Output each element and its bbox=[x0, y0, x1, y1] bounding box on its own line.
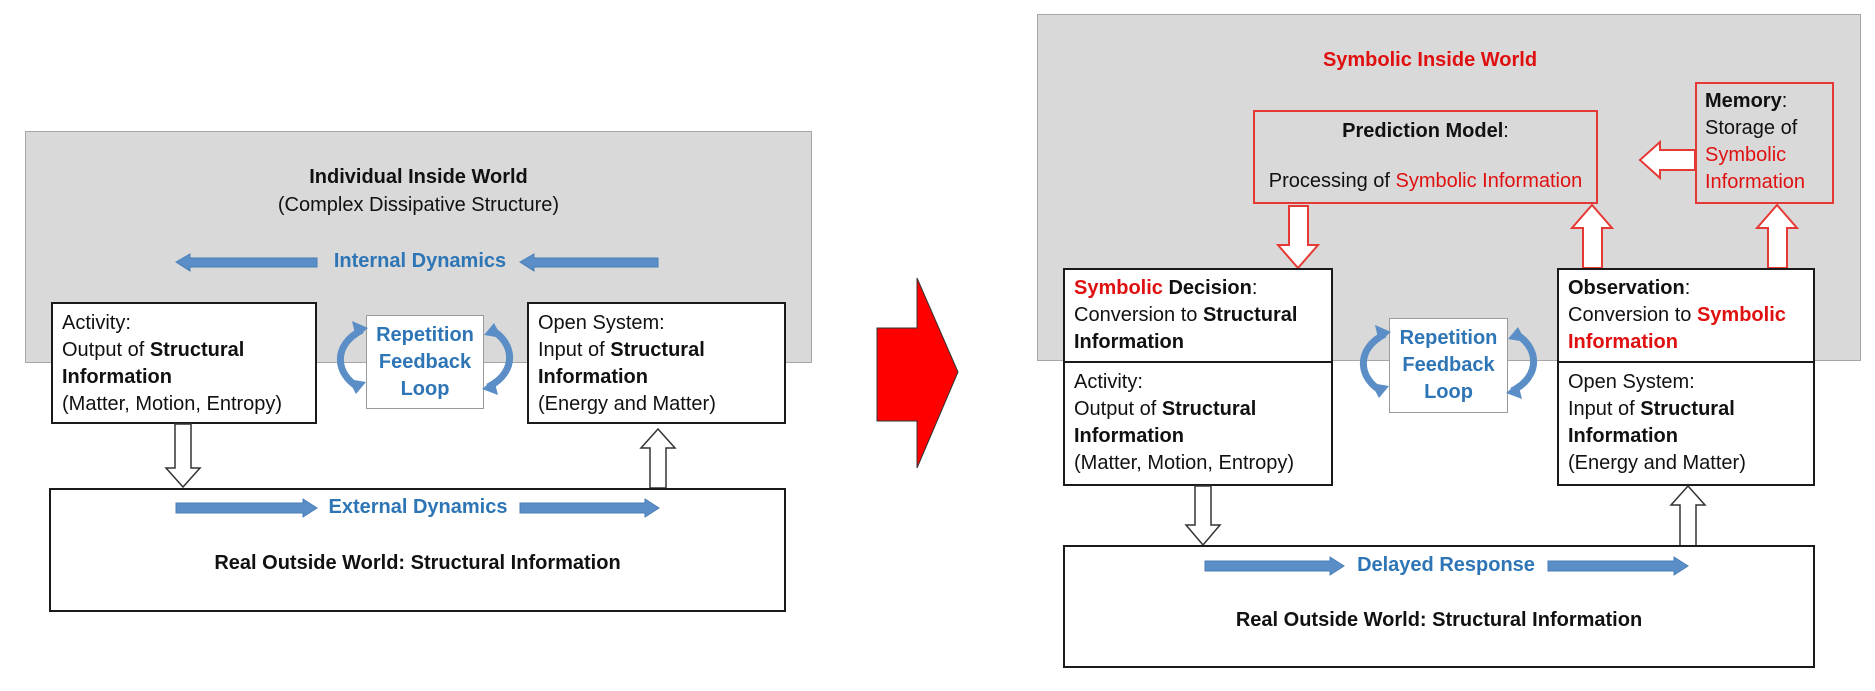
right-activity-box: Activity: Output of Structural Informati… bbox=[1063, 361, 1333, 486]
observation-line2a: Conversion to bbox=[1568, 304, 1697, 326]
prediction-line2b: Symbolic Information bbox=[1395, 170, 1583, 192]
left-activity-box: Activity: Output of Structural Informati… bbox=[51, 302, 317, 424]
left-open-line2a: Input of bbox=[538, 339, 611, 361]
right-open-line2a: Input of bbox=[1568, 398, 1641, 420]
right-open-line2: Input of Structural bbox=[1568, 396, 1813, 423]
right-open-line4: (Energy and Matter) bbox=[1568, 452, 1746, 474]
right-loop-line2: Feedback bbox=[1402, 354, 1495, 376]
prediction-line2a: Processing of bbox=[1268, 170, 1396, 192]
left-loop-line3: Loop bbox=[400, 378, 450, 400]
decision-line2a: Conversion to bbox=[1074, 304, 1203, 326]
left-loop-line1: Repetition bbox=[376, 324, 474, 346]
left-external-dynamics-label: External Dynamics bbox=[328, 496, 508, 518]
left-open-line4: (Energy and Matter) bbox=[538, 393, 716, 415]
memory-box: Memory: Storage of Symbolic Information bbox=[1695, 82, 1834, 204]
left-inside-title: Individual Inside World bbox=[309, 166, 528, 188]
decision-line2b: Structural bbox=[1202, 304, 1298, 326]
right-outside-world-label: Real Outside World: Structural Informati… bbox=[1235, 609, 1643, 631]
decision-line1: Symbolic Decision: bbox=[1074, 275, 1331, 302]
left-inside-subtitle: (Complex Dissipative Structure) bbox=[277, 194, 560, 216]
left-outside-world-box bbox=[49, 488, 786, 612]
right-activity-line1: Activity: bbox=[1074, 371, 1143, 393]
observation-line3: Information bbox=[1568, 331, 1678, 353]
right-activity-line4: (Matter, Motion, Entropy) bbox=[1074, 452, 1295, 474]
right-activity-line2a: Output of bbox=[1074, 398, 1162, 420]
symbolic-decision-box: Symbolic Decision: Conversion to Structu… bbox=[1063, 268, 1333, 363]
observation-line2: Conversion to Symbolic bbox=[1568, 302, 1813, 329]
right-feedback-loop-box: Repetition Feedback Loop bbox=[1389, 318, 1508, 413]
decision-colon: : bbox=[1251, 277, 1258, 299]
memory-title-line: Memory: bbox=[1705, 88, 1832, 115]
observation-title: Observation bbox=[1568, 277, 1685, 299]
left-activity-line4: (Matter, Motion, Entropy) bbox=[62, 393, 283, 415]
left-activity-line2b: Structural bbox=[149, 339, 245, 361]
decision-symbolic: Symbolic bbox=[1074, 277, 1163, 299]
right-open-system-box: Open System: Input of Structural Informa… bbox=[1557, 361, 1815, 486]
observation-colon: : bbox=[1684, 277, 1691, 299]
left-activity-line3: Information bbox=[62, 366, 172, 388]
right-open-line2b: Structural bbox=[1640, 398, 1735, 420]
memory-line4: Information bbox=[1705, 171, 1806, 193]
observation-line2b: Symbolic bbox=[1696, 304, 1786, 326]
right-activity-line3: Information bbox=[1074, 425, 1184, 447]
left-activity-line2: Output of Structural bbox=[62, 337, 315, 364]
left-activity-line1: Activity: bbox=[62, 312, 131, 334]
memory-line3: Symbolic bbox=[1705, 144, 1787, 166]
prediction-colon: : bbox=[1503, 120, 1509, 142]
left-open-line2: Input of Structural bbox=[538, 337, 784, 364]
observation-line1: Observation: bbox=[1568, 275, 1813, 302]
observation-box: Observation: Conversion to Symbolic Info… bbox=[1557, 268, 1815, 363]
decision-line2: Conversion to Structural bbox=[1074, 302, 1331, 329]
right-loop-line3: Loop bbox=[1424, 381, 1473, 403]
left-internal-dynamics-label: Internal Dynamics bbox=[333, 250, 507, 272]
delayed-response-label: Delayed Response bbox=[1357, 554, 1535, 576]
decision-word: Decision bbox=[1162, 277, 1252, 299]
decision-line3: Information bbox=[1074, 331, 1184, 353]
left-feedback-loop-box: Repetition Feedback Loop bbox=[366, 315, 484, 409]
memory-title: Memory bbox=[1705, 90, 1782, 112]
right-inside-title: Symbolic Inside World bbox=[1322, 49, 1538, 71]
right-outside-world-box bbox=[1063, 545, 1815, 668]
prediction-title: Prediction Model bbox=[1342, 120, 1504, 142]
left-open-system-box: Open System: Input of Structural Informa… bbox=[527, 302, 786, 424]
memory-colon: : bbox=[1781, 90, 1788, 112]
left-outside-world-label: Real Outside World: Structural Informati… bbox=[214, 552, 621, 574]
left-loop-line2: Feedback bbox=[378, 351, 472, 373]
right-activity-line2: Output of Structural bbox=[1074, 396, 1331, 423]
right-open-line1: Open System: bbox=[1568, 371, 1695, 393]
left-open-line3: Information bbox=[538, 366, 648, 388]
prediction-title-line: Prediction Model: bbox=[1255, 118, 1596, 145]
right-open-line3: Information bbox=[1568, 425, 1678, 447]
right-loop-line1: Repetition bbox=[1399, 327, 1498, 349]
prediction-line2: Processing of Symbolic Information bbox=[1255, 168, 1596, 195]
left-activity-line2a: Output of bbox=[62, 339, 150, 361]
left-open-line1: Open System: bbox=[538, 312, 665, 334]
memory-line2: Storage of bbox=[1705, 117, 1798, 139]
right-activity-line2b: Structural bbox=[1161, 398, 1257, 420]
prediction-model-box: Prediction Model: Processing of Symbolic… bbox=[1253, 110, 1598, 204]
left-open-line2b: Structural bbox=[610, 339, 705, 361]
